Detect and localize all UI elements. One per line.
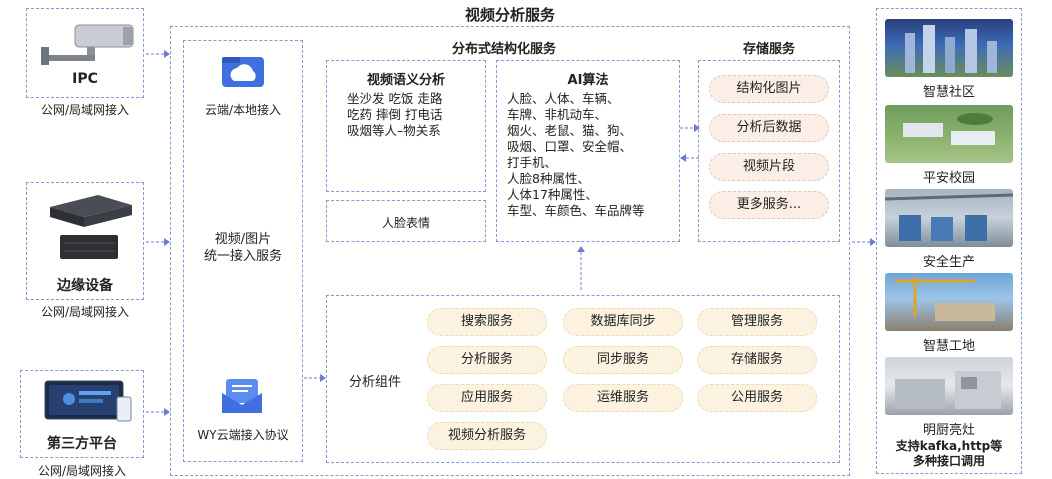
- components-box: 分析组件 搜索服务 数据库同步 管理服务 分析服务 同步服务 存储服务 应用服务…: [326, 295, 840, 463]
- edge-label: 边缘设备: [57, 278, 113, 294]
- ai-title: AI算法: [567, 73, 609, 88]
- face-expression-label: 人脸表情: [381, 216, 430, 230]
- scene-thumb-safety: [885, 189, 1013, 247]
- scene-label: 平安校园: [922, 171, 975, 186]
- arrow-storage-to-ai: [680, 154, 700, 162]
- ipc-device-box: IPC: [26, 8, 144, 98]
- component-item[interactable]: 公用服务: [697, 384, 817, 412]
- arrow-components-to-ai: [577, 246, 585, 290]
- semantic-text: 坐沙发 吃饭 走路 吃药 摔倒 打电话 吸烟等人–物关系: [347, 91, 443, 138]
- component-item[interactable]: 管理服务: [697, 308, 817, 336]
- access-column: 云端/本地接入 视频/图片 统一接入服务 WY云端接入协议: [183, 40, 303, 462]
- cloud-access-label: 云端/本地接入: [204, 103, 282, 117]
- protocol-label: WY云端接入协议: [197, 428, 289, 442]
- component-item[interactable]: 同步服务: [563, 346, 683, 374]
- edge-caption: 公网/局域网接入: [40, 305, 130, 319]
- scene-thumb-kitchen: [885, 357, 1013, 415]
- ipc-label: IPC: [72, 71, 98, 87]
- ai-algorithm-box: AI算法 人脸、人体、车辆、 车牌、非机动车、 烟火、老鼠、猫、狗、 吸烟、口罩…: [496, 60, 680, 242]
- arrow-ai-to-storage: [680, 124, 700, 132]
- component-item[interactable]: 应用服务: [427, 384, 547, 412]
- edge-device-box: 边缘设备: [26, 182, 144, 300]
- scenes-footer: 支持kafka,http等 多种接口调用: [895, 439, 1003, 468]
- cloud-folder-icon: [222, 57, 264, 87]
- scene-label: 明厨亮灶: [922, 423, 975, 438]
- edge-server-icon: [50, 195, 132, 259]
- component-item[interactable]: 存储服务: [697, 346, 817, 374]
- arrow-access-to-components: [304, 374, 326, 382]
- scene-thumb-construction: [885, 273, 1013, 331]
- storage-item[interactable]: 视频片段: [709, 153, 829, 181]
- components-title: 分析组件: [349, 375, 402, 390]
- semantic-title: 视频语义分析: [366, 73, 445, 88]
- scenes-column: 智慧社区 平安校园 安全生产 智慧工地 明厨亮灶 支持kafka,http等 多…: [876, 8, 1022, 474]
- storage-item[interactable]: 分析后数据: [709, 114, 829, 142]
- arrow-edge: [146, 238, 170, 246]
- monitor-icon: [44, 380, 132, 422]
- storage-item[interactable]: 结构化图片: [709, 75, 829, 103]
- main-title: 视频分析服务: [464, 6, 555, 24]
- camera-icon: [41, 24, 134, 65]
- component-item[interactable]: 视频分析服务: [427, 422, 547, 450]
- unified-access-label: 视频/图片 统一接入服务: [203, 232, 282, 264]
- storage-title: 存储服务: [742, 42, 795, 57]
- third-party-caption: 公网/局域网接入: [37, 464, 127, 478]
- face-expression-box: 人脸表情: [326, 200, 486, 242]
- scene-label: 安全生产: [922, 255, 975, 270]
- component-item[interactable]: 搜索服务: [427, 308, 547, 336]
- structured-title: 分布式结构化服务: [451, 42, 556, 57]
- semantic-box: 视频语义分析 坐沙发 吃饭 走路 吃药 摔倒 打电话 吸烟等人–物关系: [326, 60, 486, 192]
- component-item[interactable]: 运维服务: [563, 384, 683, 412]
- scene-thumb-community: [885, 19, 1013, 77]
- ai-text: 人脸、人体、车辆、 车牌、非机动车、 烟火、老鼠、猫、狗、 吸烟、口罩、安全帽、…: [507, 91, 645, 218]
- arrow-third-party: [146, 408, 170, 416]
- mail-protocol-icon: [222, 379, 262, 413]
- arrow-to-scenes: [852, 238, 876, 246]
- scene-label: 智慧社区: [922, 85, 975, 100]
- component-item[interactable]: 数据库同步: [563, 308, 683, 336]
- arrow-ipc: [146, 50, 170, 58]
- ipc-caption: 公网/局域网接入: [40, 103, 130, 117]
- storage-box: 结构化图片 分析后数据 视频片段 更多服务...: [698, 60, 840, 242]
- storage-item[interactable]: 更多服务...: [709, 191, 829, 219]
- scene-label: 智慧工地: [922, 339, 975, 354]
- scene-thumb-campus: [885, 105, 1013, 163]
- component-item[interactable]: 分析服务: [427, 346, 547, 374]
- video-analysis-frame: [170, 26, 850, 476]
- third-party-box: 第三方平台: [20, 370, 144, 458]
- third-party-label: 第三方平台: [47, 436, 117, 452]
